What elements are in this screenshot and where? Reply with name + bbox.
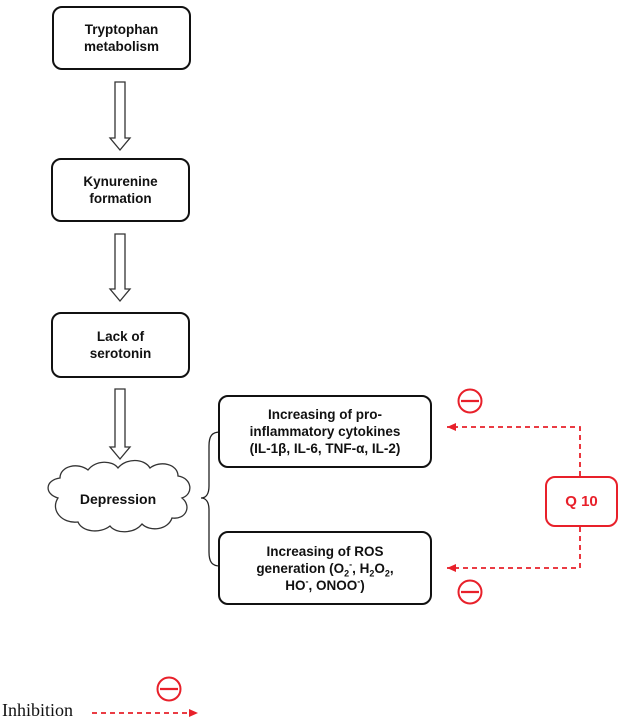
depression-cloud [47,459,191,533]
cytokines-line-1: Increasing of pro- [267,407,382,422]
ros-line-3: HO-, ONOO-) [285,576,365,593]
node-q10: Q 10 [545,476,618,527]
branch-brace [200,431,221,567]
inhibition-line-q10-to-ros [447,527,581,572]
node-depression-label: Depression [79,491,157,507]
inhibition-line-q10-to-cytokines [447,423,581,476]
arrow-tryptophan-to-kynurenine [108,81,132,152]
cytokines-line-2: inflammatory cytokines [249,424,401,439]
arrow-serotonin-to-depression [108,388,132,461]
node-tryptophan-metabolism: Tryptophan metabolism [52,6,191,70]
node-proinflammatory-cytokines: Increasing of pro- inflammatory cytokine… [218,395,432,468]
arrow-kynurenine-to-serotonin [108,233,132,303]
ros-line-2: generation (O2-, H2O2, [256,559,394,579]
node-ros-generation: Increasing of ROS generation (O2-, H2O2,… [218,531,432,605]
cytokines-line-3: (IL-1β, IL-6, TNF-α, IL-2) [249,441,401,456]
legend-inhibition-symbol [156,676,182,702]
inhibition-symbol-ros [457,579,483,605]
inhibition-symbol-cytokines [457,388,483,414]
node-lack-of-serotonin: Lack of serotonin [51,312,190,378]
ros-line-1: Increasing of ROS [266,543,384,559]
legend-inhibition-label: Inhibition [2,700,73,720]
node-kynurenine-formation: Kynurenine formation [51,158,190,222]
